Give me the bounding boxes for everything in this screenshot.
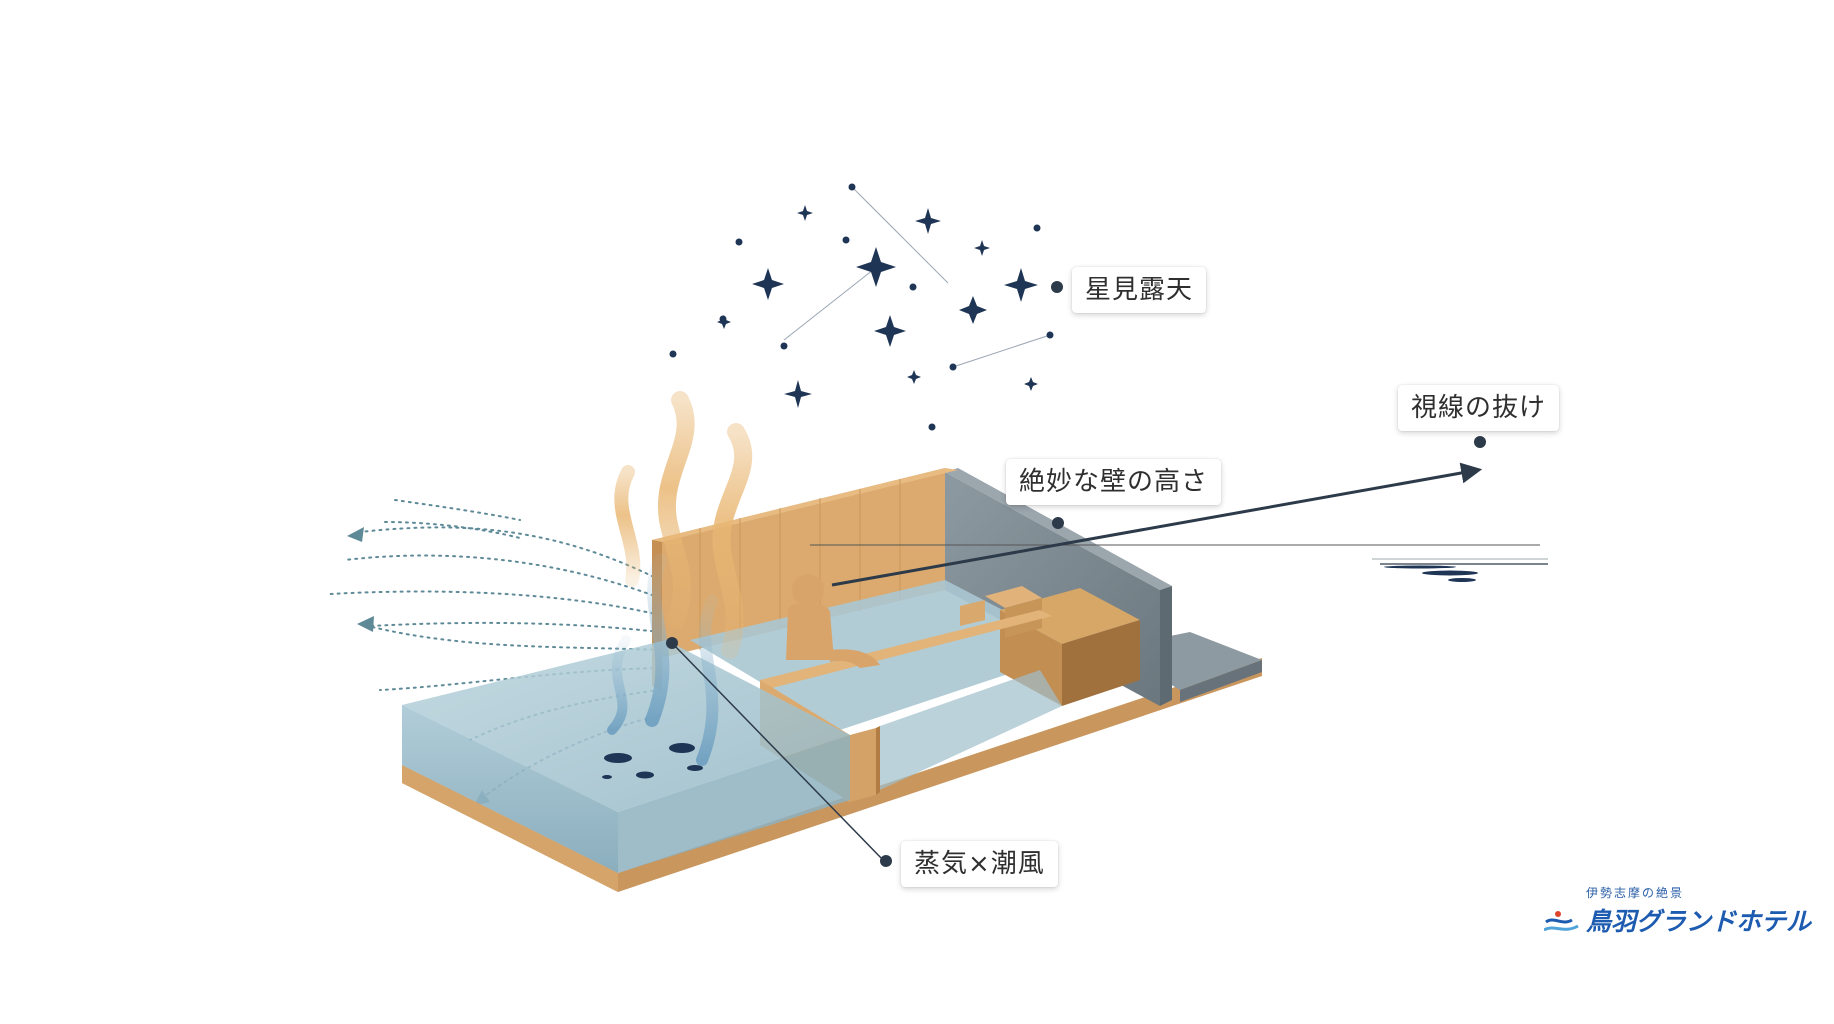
wave-logo-icon [1544, 911, 1579, 932]
callout-label: 星見露天 [1085, 275, 1194, 305]
callout-label: 絶妙な壁の高さ [1019, 467, 1209, 497]
callout-wall-height: 絶妙な壁の高さ [1006, 459, 1222, 505]
water-ripples [602, 743, 703, 779]
star-icon [959, 296, 987, 324]
star-field [669, 183, 1054, 431]
star-icon [907, 370, 921, 384]
steam-plumes [607, 391, 753, 766]
logo-subtitle: 伊勢志摩の絶景 [1586, 886, 1685, 900]
hotel-logo: 伊勢志摩の絶景 鳥羽グランドホテル [1544, 884, 1811, 944]
sightline-arrow [831, 462, 1483, 587]
star-icon [856, 247, 896, 287]
callout-leaders [666, 281, 1486, 867]
star-sparkles [717, 205, 1038, 408]
callout-star-viewing: 星見露天 [1072, 267, 1207, 313]
logo-name: 鳥羽グランドホテル [1586, 907, 1812, 936]
star-icon [915, 208, 941, 234]
bather-figure [786, 574, 880, 668]
bath-platform [402, 468, 1540, 892]
star-icon [797, 205, 813, 221]
callout-sightline: 視線の抜け [1398, 385, 1560, 431]
star-icon [752, 268, 784, 300]
callout-label: 視線の抜け [1411, 393, 1547, 423]
constellation-lines [783, 186, 1051, 367]
star-icon [1024, 377, 1038, 391]
sea-horizon [1372, 558, 1548, 582]
arrow-left-icon [357, 616, 374, 632]
star-dots [669, 183, 1054, 431]
star-icon [717, 315, 731, 329]
star-icon [1004, 268, 1038, 302]
star-icon [974, 240, 990, 256]
callout-label: 蒸気×潮風 [914, 849, 1045, 879]
star-icon [874, 315, 906, 347]
callout-steam-breeze: 蒸気×潮風 [901, 841, 1058, 887]
star-icon [784, 380, 812, 408]
arrow-left-icon [347, 527, 364, 542]
